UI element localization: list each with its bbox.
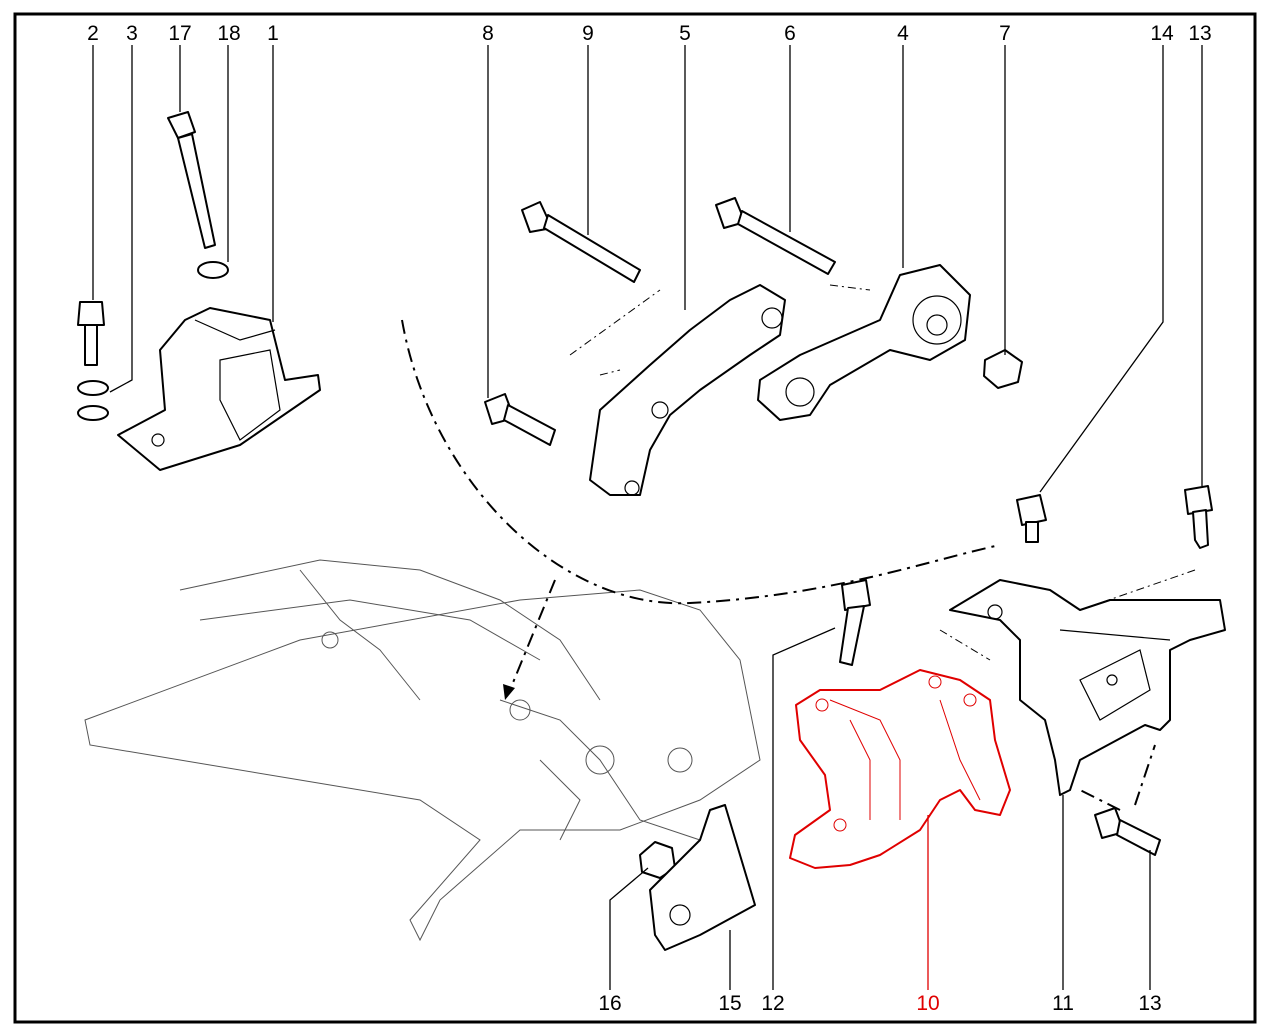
arrow-head-icon <box>503 684 515 700</box>
leader-lines <box>92 45 1203 990</box>
callout-labels: 2 3 17 18 1 8 9 5 6 4 7 14 13 16 15 12 1… <box>87 22 1212 1015</box>
nut-7 <box>983 349 1023 389</box>
callout-4: 4 <box>897 22 909 45</box>
callout-13-top: 13 <box>1188 22 1211 45</box>
callout-16: 16 <box>598 992 621 1015</box>
callout-17: 17 <box>168 22 191 45</box>
part-4-torque-rod <box>757 264 971 421</box>
callout-11: 11 <box>1052 992 1074 1015</box>
callout-9: 9 <box>582 22 594 45</box>
bolt-13-bottom <box>1094 807 1161 856</box>
callout-3: 3 <box>126 22 138 45</box>
assembly-arc-dashed <box>401 319 1001 605</box>
bolt-13-top <box>1184 485 1213 549</box>
subframe-ghost <box>84 559 761 942</box>
bolt-17 <box>167 111 216 249</box>
bolt-9 <box>521 201 641 283</box>
callout-2: 2 <box>87 22 99 45</box>
washer-3a <box>77 380 109 396</box>
assembly-arrow <box>509 579 556 691</box>
callout-15: 15 <box>718 992 741 1015</box>
callout-14: 14 <box>1150 22 1174 45</box>
callout-1: 1 <box>267 22 279 45</box>
part-5-bracket <box>589 284 786 496</box>
callout-6: 6 <box>784 22 796 45</box>
bolt-2 <box>77 301 105 366</box>
washer-3b <box>77 405 109 421</box>
callout-13-bottom: 13 <box>1138 992 1161 1015</box>
part-11-bracket <box>949 579 1226 796</box>
part-15-bracket <box>649 804 756 951</box>
bolt-6 <box>715 197 836 275</box>
bolt-14 <box>1016 494 1047 543</box>
part-1-engine-mount <box>117 307 321 471</box>
callout-18: 18 <box>217 22 240 45</box>
bolt-8 <box>484 393 556 446</box>
callout-7: 7 <box>999 22 1011 45</box>
washer-18 <box>197 261 229 279</box>
callout-8: 8 <box>482 22 494 45</box>
bolt-12 <box>839 579 871 666</box>
callout-5: 5 <box>679 22 691 45</box>
callout-10-highlighted: 10 <box>916 992 939 1015</box>
callout-12: 12 <box>761 992 784 1015</box>
part-10-gearbox-mount-highlighted <box>789 669 1011 869</box>
diagram-frame <box>13 12 1257 1024</box>
bolt-arrows <box>1079 744 1156 811</box>
